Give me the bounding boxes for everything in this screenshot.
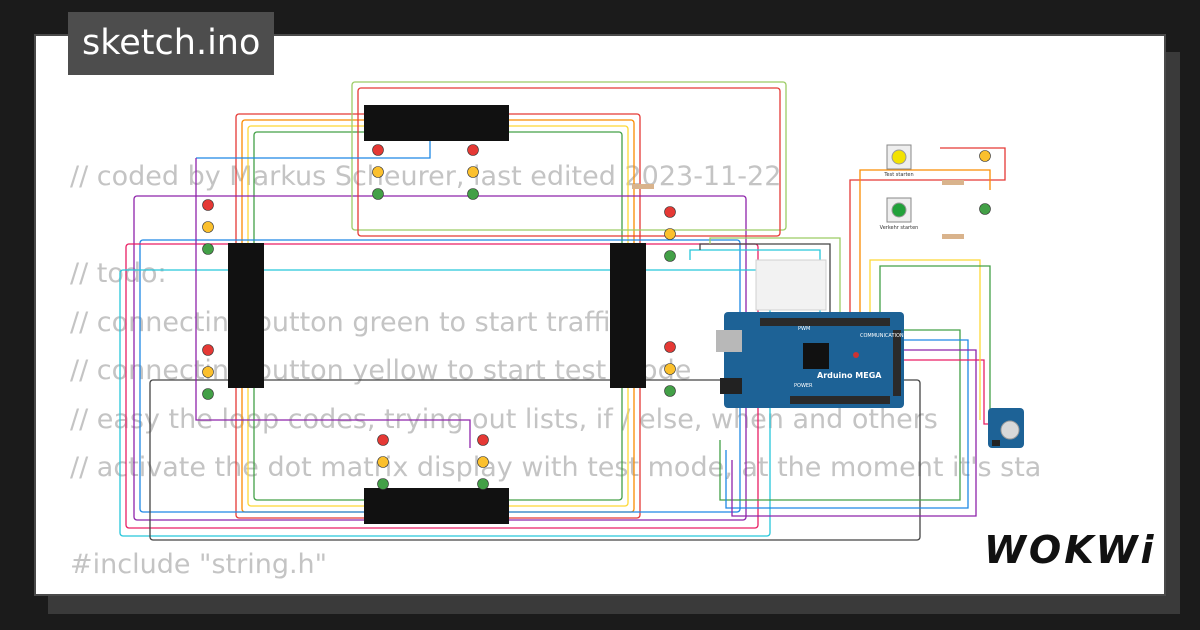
board-label: Arduino MEGA — [817, 371, 882, 380]
arduino-mega-board[interactable]: COMMUNICATION PWM POWER Arduino MEGA — [716, 312, 904, 408]
wire — [195, 158, 471, 448]
traffic-light-led — [202, 199, 214, 211]
traffic-light-led — [202, 366, 214, 378]
traffic-light-led — [477, 434, 489, 446]
project-preview-card[interactable]: // coded by Markus Scheurer, last edited… — [34, 34, 1166, 596]
wire — [731, 349, 977, 517]
wire — [253, 131, 623, 501]
wire — [241, 119, 635, 513]
traffic-light-led — [467, 144, 479, 156]
wire — [859, 169, 991, 312]
traffic-light-led — [664, 385, 676, 397]
wire — [149, 379, 921, 541]
traffic-light-led — [477, 478, 489, 490]
wokwi-logo: WOKWi — [978, 524, 1163, 574]
traffic-light-led — [372, 166, 384, 178]
wire — [351, 81, 787, 231]
dot-matrix-left — [228, 243, 264, 388]
wire — [709, 237, 841, 312]
dot-matrix-right — [610, 243, 646, 388]
traffic-light-led — [467, 166, 479, 178]
code-line: // easy the loop codes, trying out lists… — [70, 403, 938, 435]
wire — [125, 243, 759, 529]
connector-block — [755, 259, 827, 311]
traffic-light-led — [377, 478, 389, 490]
board-pwm-label: PWM — [798, 326, 810, 332]
traffic-light-led — [664, 228, 676, 240]
dot-matrix-bottom — [364, 488, 509, 524]
wire — [719, 329, 961, 501]
traffic-light-led — [664, 363, 676, 375]
traffic-light-led — [202, 243, 214, 255]
traffic-light-led — [664, 341, 676, 353]
traffic-light-led — [664, 206, 676, 218]
traffic-light-led — [372, 144, 384, 156]
sketch-title: sketch.ino — [68, 12, 275, 75]
code-line: // activate the dot matrix display with … — [70, 452, 1042, 483]
traffic-light-led — [467, 188, 479, 200]
wire — [849, 147, 1006, 312]
wire — [879, 265, 991, 416]
code-line: // todo: — [70, 258, 167, 289]
wire — [904, 359, 1000, 425]
traffic-light-led — [372, 188, 384, 200]
wire — [235, 113, 641, 519]
traffic-light-led — [377, 434, 389, 446]
board-comm-label: COMMUNICATION — [860, 333, 904, 339]
rtc-module[interactable] — [988, 408, 1024, 448]
indicator-led — [979, 203, 991, 215]
code-line: // connecting button green to start traf… — [70, 306, 626, 338]
traffic-light-led — [202, 344, 214, 356]
wire — [247, 125, 629, 507]
test-button-label: Test starten — [883, 172, 913, 178]
traffic-light-led — [202, 388, 214, 400]
dot-matrix-top — [364, 105, 509, 141]
traffic-light-led — [664, 250, 676, 262]
wire — [699, 243, 831, 312]
wire — [869, 259, 981, 420]
resistor — [942, 180, 964, 185]
code-line: // coded by Markus Scheurer, last edited… — [70, 161, 782, 192]
traffic-light-led — [477, 456, 489, 468]
traffic-light-led — [202, 221, 214, 233]
wire — [725, 339, 969, 509]
test-button[interactable]: Test starten — [883, 144, 914, 178]
wire — [196, 140, 431, 159]
resistor — [632, 184, 654, 189]
indicator-led — [979, 150, 991, 162]
code-line: #include "string.h" — [70, 549, 328, 580]
traffic-light-led — [377, 456, 389, 468]
board-power-label: POWER — [794, 383, 813, 389]
wire — [357, 87, 781, 237]
traffic-button[interactable]: Verkehr starten — [880, 197, 919, 231]
resistor — [942, 234, 964, 239]
traffic-button-label: Verkehr starten — [880, 225, 919, 231]
